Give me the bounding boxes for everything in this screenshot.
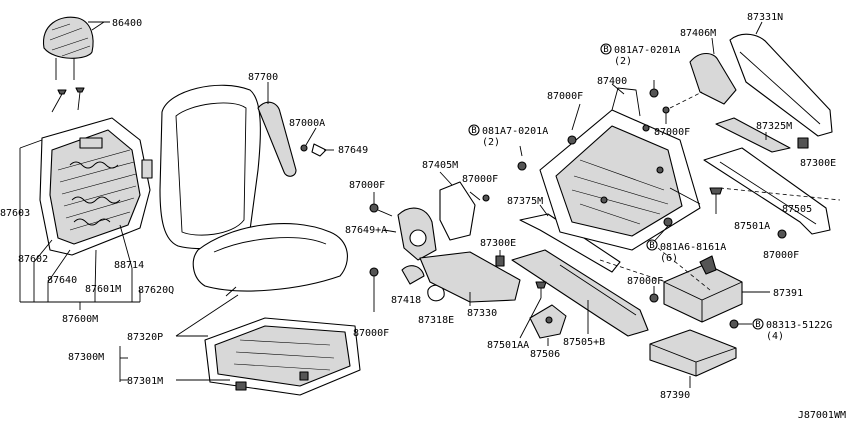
rail-cover-87325m <box>715 117 791 153</box>
label-87405m: 87405M <box>422 160 458 171</box>
label-87505: 87505 <box>782 204 812 215</box>
label-87620q: 87620Q <box>138 285 174 296</box>
label-08313-qty: (4) <box>766 331 784 342</box>
seatback-cushion <box>159 84 261 250</box>
label-081a7-b: 081A7-0201A <box>482 126 548 137</box>
storage-bracket-87391 <box>663 255 743 323</box>
label-87418: 87418 <box>391 295 421 306</box>
cover-bolt <box>662 106 670 114</box>
frame-bolts <box>517 80 673 247</box>
label-87400: 87400 <box>597 76 627 87</box>
label-87301m: 87301M <box>127 376 163 387</box>
svg-text:B: B <box>649 241 654 251</box>
svg-text:B: B <box>755 320 760 330</box>
rail-bolt-87501a <box>709 187 787 239</box>
inner-slide-rail <box>511 213 649 337</box>
bolt-87000f-lower <box>649 293 659 303</box>
bolt-marker-08313: B <box>752 318 764 330</box>
label-87390: 87390 <box>660 390 690 401</box>
label-87318e: 87318E <box>418 315 454 326</box>
label-87000f-b: 87000F <box>353 328 389 339</box>
label-87640: 87640 <box>47 275 77 286</box>
label-87300m: 87300M <box>68 352 104 363</box>
clip-87300e <box>495 255 505 267</box>
bolt-marker-081a7-b: B <box>468 124 480 136</box>
label-081a7-b-qty: (2) <box>482 137 500 148</box>
label-87331n: 87331N <box>747 12 783 23</box>
rail-bolt-87501aa <box>535 281 547 298</box>
bolt-08313 <box>729 319 739 329</box>
outer-cover-87331n <box>729 33 833 137</box>
label-081a6: 081A6-8161A <box>660 242 726 253</box>
seat-cushion <box>192 223 348 292</box>
upper-cover-87406m <box>689 52 737 105</box>
outer-slide-rail <box>703 147 831 235</box>
label-87603: 87603 <box>0 208 30 219</box>
label-87375m: 87375M <box>507 196 543 207</box>
clip-87300e-right <box>797 137 809 149</box>
diagram-id: J87001WM <box>798 410 846 421</box>
label-87330: 87330 <box>467 308 497 319</box>
rail-bracket-87506 <box>529 304 567 339</box>
label-87600m: 87600M <box>62 314 98 325</box>
seatback-frame <box>39 117 153 256</box>
bolt-marker-081a6: B <box>646 239 658 251</box>
lever-knob <box>401 265 445 302</box>
label-87649-a: 87649+A <box>345 225 387 236</box>
outer-trim-cover <box>419 251 521 303</box>
seat-frame <box>539 87 701 251</box>
label-86400: 86400 <box>112 18 142 29</box>
label-87300e-b: 87300E <box>800 158 836 169</box>
label-88714: 88714 <box>114 260 144 271</box>
label-87506: 87506 <box>530 349 560 360</box>
label-87601m: 87601M <box>85 284 121 295</box>
label-87000f-e: 87000F <box>654 127 690 138</box>
part-labels: 86400 87700 87000A 87649 87603 87602 876… <box>0 12 846 421</box>
svg-text:B: B <box>603 45 608 55</box>
svg-text:B: B <box>471 126 476 136</box>
label-87501aa: 87501AA <box>487 340 529 351</box>
label-87505-b: 87505+B <box>563 337 605 348</box>
label-081a6-qty: (6) <box>660 253 678 264</box>
bolt-marker-081a7-a: B <box>600 43 612 55</box>
trim-clips <box>300 143 327 157</box>
label-87700: 87700 <box>248 72 278 83</box>
bolt-87000f-left <box>369 203 393 312</box>
storage-tray-87390 <box>649 329 737 377</box>
headrest <box>42 16 94 80</box>
label-87602: 87602 <box>18 254 48 265</box>
label-87000f-c: 87000F <box>462 174 498 185</box>
label-87325m: 87325M <box>756 121 792 132</box>
label-87000f-d: 87000F <box>547 91 583 102</box>
side-pad <box>257 101 297 177</box>
recliner-cover <box>397 181 476 261</box>
label-87000a: 87000A <box>289 118 325 129</box>
label-87000f-f: 87000F <box>763 250 799 261</box>
label-081a7-a: 081A7-0201A <box>614 45 680 56</box>
label-87501a: 87501A <box>734 221 770 232</box>
label-87300e-a: 87300E <box>480 238 516 249</box>
label-87000f-a: 87000F <box>349 180 385 191</box>
label-87391: 87391 <box>773 288 803 299</box>
seat-pan <box>204 317 361 396</box>
label-08313: 08313-5122G <box>766 320 832 331</box>
label-87320p: 87320P <box>127 332 163 343</box>
label-87406m: 87406M <box>680 28 716 39</box>
seatback-leaders <box>19 139 141 310</box>
headrest-guide-pins <box>51 87 85 113</box>
label-87000f-g: 87000F <box>627 276 663 287</box>
label-87649: 87649 <box>338 145 368 156</box>
label-081a7-a-qty: (2) <box>614 56 632 67</box>
